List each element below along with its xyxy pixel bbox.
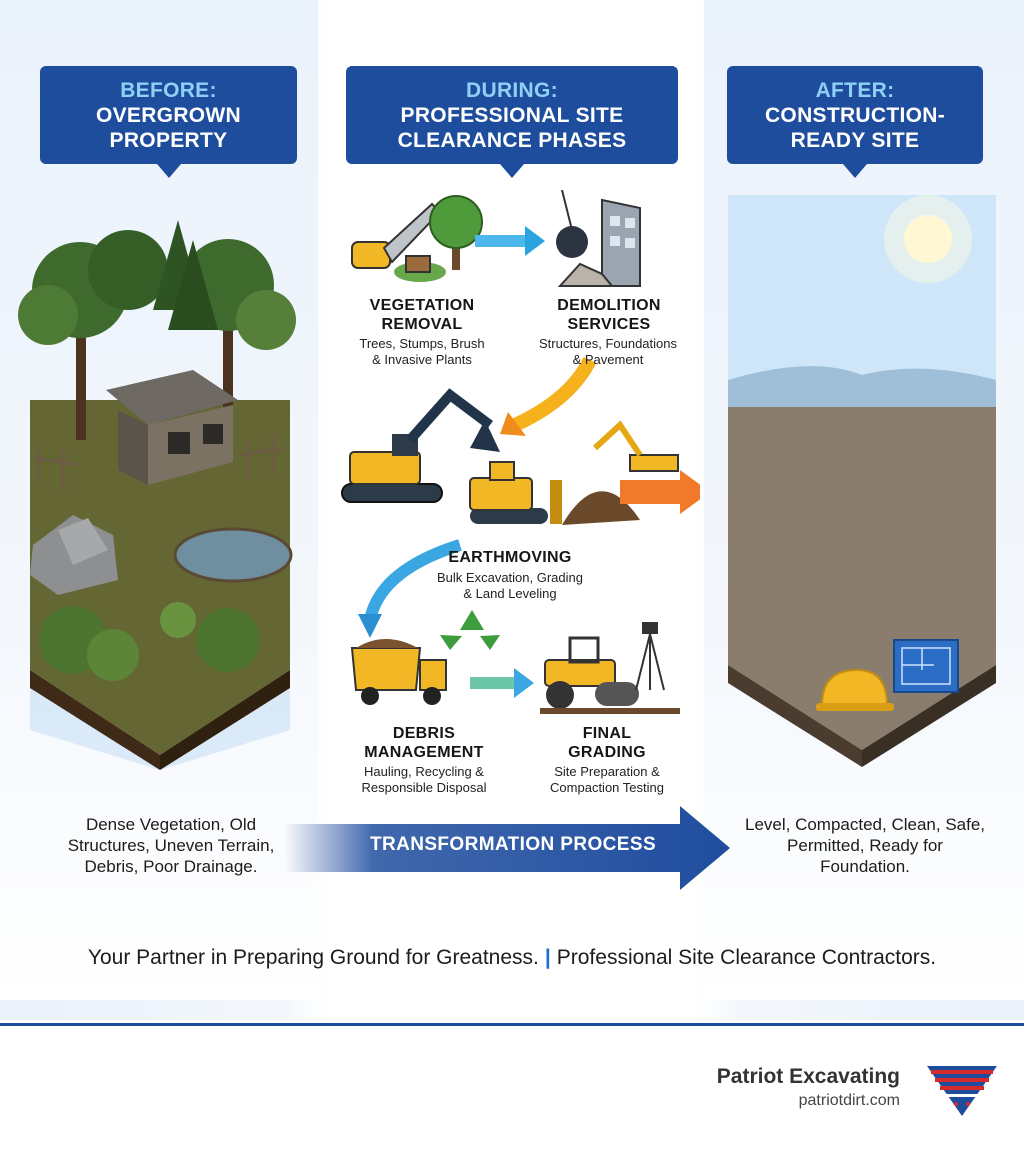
before-header-line3: PROPERTY — [109, 128, 228, 152]
construction-ready-site-illustration — [728, 195, 996, 767]
brush-bushes — [39, 602, 260, 681]
blueprint-icon — [893, 639, 959, 693]
footer-divider — [0, 1023, 1024, 1026]
before-header: BEFORE: OVERGROWN PROPERTY — [40, 66, 297, 178]
phase-earthmoving-desc: Bulk Excavation, Grading& Land Leveling — [437, 570, 583, 601]
rock-pile — [30, 515, 118, 595]
phases-illustration — [341, 190, 700, 714]
after-header: AFTER: CONSTRUCTION- READY SITE — [727, 66, 983, 178]
tagline-separator: | — [544, 946, 551, 969]
graded-strip — [540, 708, 680, 714]
chainsaw-icon — [351, 202, 442, 269]
soil-side-right — [160, 670, 290, 770]
transformation-label: TRANSFORMATION PROCESS — [369, 834, 657, 855]
excavator-icon — [341, 388, 500, 503]
phase-vegetation-desc: Trees, Stumps, Brush& Invasive Plants — [359, 336, 485, 367]
sun-icon — [904, 215, 952, 263]
brand-url: patriotdirt.com — [798, 1092, 900, 1109]
flow-arrow-1 — [475, 226, 545, 256]
broken-fence — [36, 435, 284, 490]
tagline-part1: Your Partner in Preparing Ground for Gre… — [87, 946, 539, 969]
ground-side-right — [862, 665, 996, 767]
distant-hills — [728, 366, 996, 407]
before-caption: Dense Vegetation, Old Structures, Uneven… — [67, 815, 275, 876]
soil-side-left — [30, 670, 160, 770]
during-header-line3: CLEARANCE PHASES — [397, 128, 627, 152]
transformation-arrow — [284, 806, 730, 890]
survey-tripod-icon — [635, 622, 665, 691]
dump-truck-icon — [350, 639, 447, 705]
brand-name: Patriot Excavating — [716, 1065, 900, 1088]
ground-side-left — [728, 665, 862, 767]
flow-arrow-3 — [364, 539, 462, 622]
flow-arrow-2 — [512, 356, 597, 432]
phase-debris-desc: Hauling, Recycling &Responsible Disposal — [361, 764, 487, 795]
bulldozer-icon — [469, 461, 562, 524]
recycle-icon — [440, 610, 500, 650]
phase-demolition-desc: Structures, Foundations& Pavement — [538, 336, 678, 367]
old-shed-illustration — [106, 370, 238, 485]
after-header-line3: READY SITE — [790, 128, 920, 152]
hard-hat-icon — [816, 668, 894, 711]
road-roller-icon — [544, 636, 639, 709]
tree-icon — [394, 195, 483, 282]
during-header-line2: PROFESSIONAL SITE — [400, 103, 624, 127]
after-header-label: AFTER: — [815, 78, 895, 102]
flow-arrow-to-after — [620, 470, 700, 514]
before-header-label: BEFORE: — [120, 78, 217, 102]
overgrown-property-illustration — [18, 220, 296, 770]
flow-arrow-4 — [470, 668, 534, 698]
after-caption: Level, Compacted, Clean, Safe, Permitted… — [744, 815, 986, 876]
tree-cluster — [18, 220, 296, 440]
wrecking-ball-icon — [556, 190, 588, 258]
during-header-label: DURING: — [466, 78, 558, 102]
after-header-line2: CONSTRUCTION- — [764, 103, 946, 127]
patriot-logo-icon — [927, 1066, 997, 1116]
ground-shadow — [30, 670, 290, 770]
tagline: Your Partner in Preparing Ground for Gre… — [0, 946, 1024, 970]
before-header-line2: OVERGROWN — [95, 103, 242, 127]
phase-final-grading-desc: Site Preparation &Compaction Testing — [550, 764, 664, 795]
tagline-part2: Professional Site Clearance Contractors. — [556, 946, 937, 969]
building-icon — [557, 198, 641, 287]
during-header: DURING: PROFESSIONAL SITE CLEARANCE PHAS… — [346, 66, 678, 178]
small-excavator-icon — [592, 420, 679, 472]
stagnant-pond — [173, 527, 293, 583]
phase-earthmoving-title: EARTHMOVING — [448, 549, 572, 566]
